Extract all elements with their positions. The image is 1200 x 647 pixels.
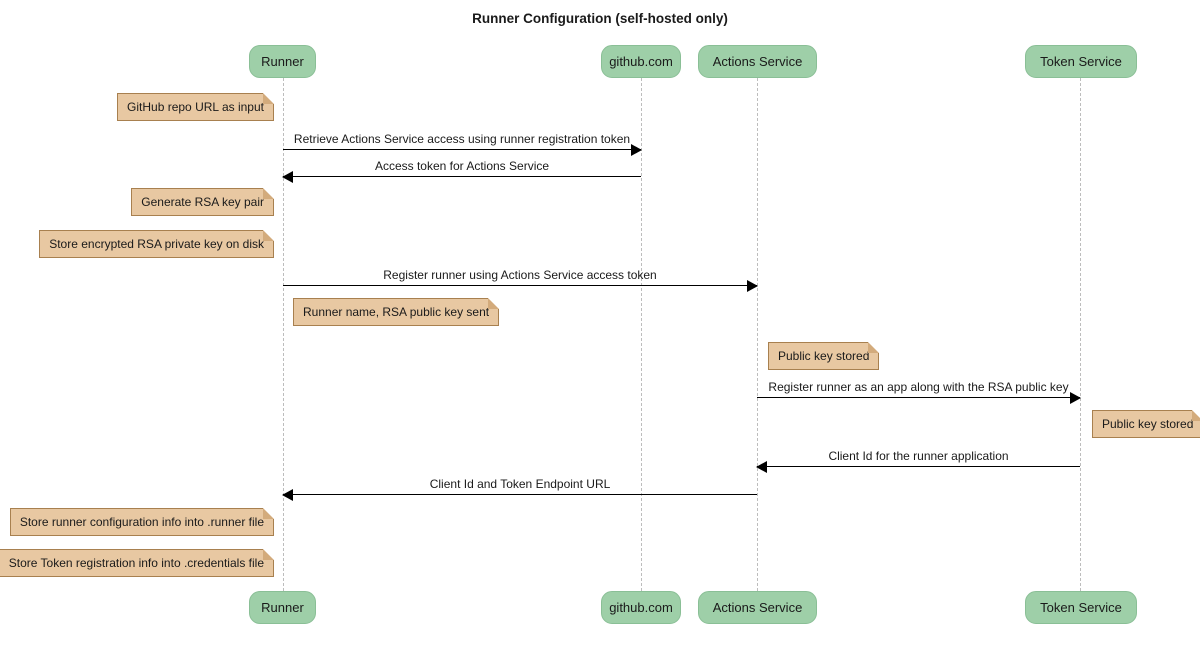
arrowhead-right-icon <box>747 279 758 292</box>
message-line <box>282 170 641 183</box>
message-line <box>283 143 642 156</box>
arrowhead-left-icon <box>282 170 293 183</box>
participant-token-service-top: Token Service <box>1025 45 1137 78</box>
note-text: Generate RSA key pair <box>141 195 264 209</box>
note-github-repo-url: GitHub repo URL as input <box>117 93 274 121</box>
lifeline-github <box>641 78 642 591</box>
message-line <box>283 279 758 292</box>
message-line <box>757 391 1081 404</box>
message-line <box>282 488 757 501</box>
note-text: Public key stored <box>778 349 870 363</box>
arrowhead-right-icon <box>1070 391 1081 404</box>
participant-token-service-bottom: Token Service <box>1025 591 1137 624</box>
lifeline-token-service <box>1080 78 1081 591</box>
message-label: Client Id and Token Endpoint URL <box>429 477 611 491</box>
note-generate-rsa: Generate RSA key pair <box>131 188 274 216</box>
message-label: Client Id for the runner application <box>828 449 1009 463</box>
message-label: Access token for Actions Service <box>374 159 550 173</box>
participant-runner-top: Runner <box>249 45 316 78</box>
participant-actions-service-bottom: Actions Service <box>698 591 817 624</box>
participant-runner-bottom: Runner <box>249 591 316 624</box>
message-label: Retrieve Actions Service access using ru… <box>293 132 631 146</box>
arrowhead-right-icon <box>631 143 642 156</box>
note-text: Store runner configuration info into .ru… <box>19 515 264 529</box>
message-register-runner: Register runner using Actions Service ac… <box>283 268 758 292</box>
message-retrieve-access: Retrieve Actions Service access using ru… <box>283 132 642 156</box>
lifeline-actions-service <box>757 78 758 591</box>
note-store-credentials-file: Store Token registration info into .cred… <box>0 549 275 577</box>
note-text: Store encrypted RSA private key on disk <box>49 237 264 251</box>
note-public-key-stored-token: Public key stored <box>1092 410 1200 438</box>
lifeline-runner <box>283 78 284 591</box>
note-public-key-stored-actions: Public key stored <box>768 342 880 370</box>
message-client-id-app: Client Id for the runner application <box>756 449 1080 473</box>
note-runner-name-sent: Runner name, RSA public key sent <box>293 298 500 326</box>
note-text: Store Token registration info into .cred… <box>8 556 264 570</box>
message-access-token: Access token for Actions Service <box>282 159 641 183</box>
message-line <box>756 460 1080 473</box>
arrowhead-left-icon <box>756 460 767 473</box>
message-label: Register runner using Actions Service ac… <box>383 268 657 282</box>
note-store-runner-file: Store runner configuration info into .ru… <box>9 508 275 536</box>
participant-actions-service-top: Actions Service <box>698 45 817 78</box>
arrowhead-left-icon <box>282 488 293 501</box>
note-text: GitHub repo URL as input <box>127 100 264 114</box>
participant-github-top: github.com <box>601 45 681 78</box>
diagram-title: Runner Configuration (self-hosted only) <box>472 11 728 26</box>
message-register-app: Register runner as an app along with the… <box>757 380 1081 404</box>
note-text: Public key stored <box>1102 417 1194 431</box>
note-store-private-key: Store encrypted RSA private key on disk <box>39 230 274 258</box>
participant-github-bottom: github.com <box>601 591 681 624</box>
message-client-id-endpoint: Client Id and Token Endpoint URL <box>282 477 757 501</box>
message-label: Register runner as an app along with the… <box>768 380 1069 394</box>
note-text: Runner name, RSA public key sent <box>303 305 490 319</box>
